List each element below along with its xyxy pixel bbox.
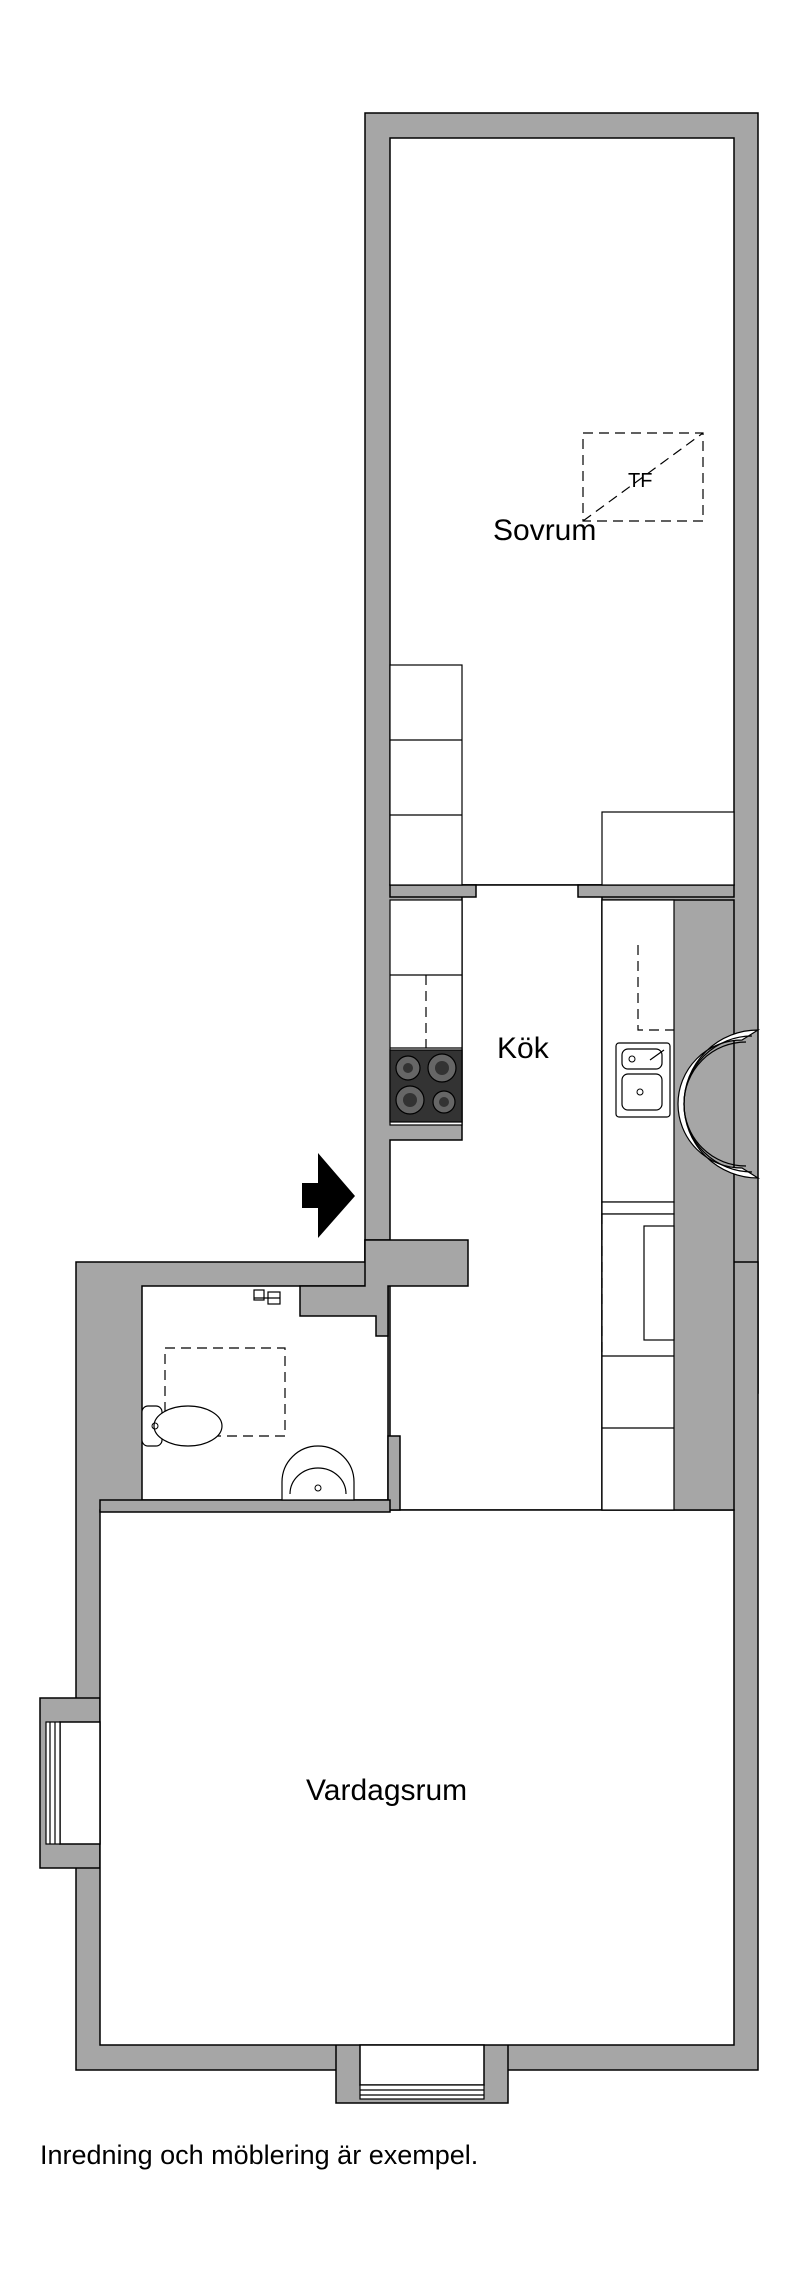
west-window-opening: [59, 1721, 101, 1845]
room-label-bedroom: Sovrum: [493, 514, 596, 547]
tf-label: TF: [628, 470, 652, 492]
tf-closet-marker: TF: [582, 432, 704, 522]
arrow-right-icon: [302, 1153, 355, 1238]
room-label-kitchen: Kök: [497, 1032, 550, 1065]
bedroom-closet: [389, 664, 735, 886]
room-label-living: Vardagsrum: [306, 1774, 467, 1807]
kitchen-bay-window: [677, 1029, 761, 1179]
south-window-opening: [359, 2044, 485, 2086]
disclaimer-note: Inredning och möblering är exempel.: [40, 2140, 479, 2170]
washbasin-icon: [281, 1445, 355, 1501]
living-room-floor: [99, 1509, 735, 2046]
hall-wardrobe: [601, 1213, 675, 1511]
south-window: [359, 2084, 485, 2100]
west-window: [45, 1721, 61, 1845]
sink-icon: [615, 1042, 671, 1118]
bathroom-fixtures: [141, 1289, 355, 1501]
stove-icon: [389, 1049, 463, 1123]
toilet-icon: [141, 1405, 223, 1447]
faucet-icon: [253, 1289, 281, 1305]
